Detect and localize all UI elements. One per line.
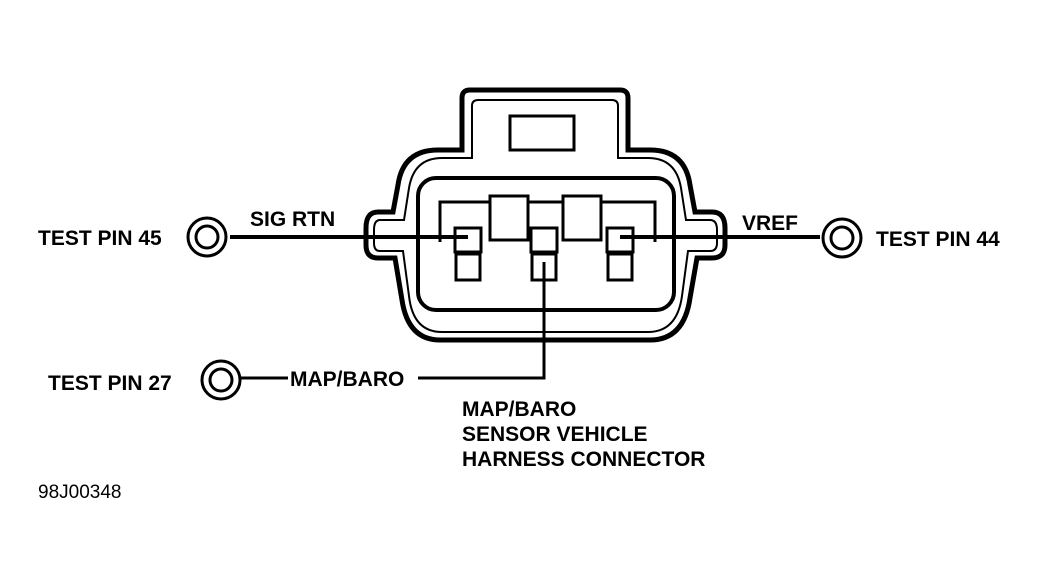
label-test-pin-44: TEST PIN 44 — [876, 228, 1000, 251]
pin-socket-3 — [606, 252, 634, 282]
connector-inner-shell — [373, 99, 718, 333]
terminal-frame — [438, 200, 657, 242]
test-pin-45-terminal-icon — [186, 216, 228, 258]
caption-line-3: HARNESS CONNECTOR — [462, 448, 705, 471]
terminal-block-right — [561, 194, 603, 242]
terminal-block-left — [488, 194, 530, 242]
test-pin-44-terminal-icon — [821, 217, 863, 259]
pin-slot-1 — [453, 226, 483, 254]
pin-socket-1 — [454, 252, 482, 282]
caption-line-1: MAP/BARO — [462, 398, 576, 421]
pin-slot-2 — [529, 226, 559, 254]
figure-code: 98J00348 — [38, 482, 121, 503]
label-map-baro-wire: MAP/BARO — [290, 368, 404, 391]
label-vref: VREF — [742, 212, 798, 235]
label-test-pin-45: TEST PIN 45 — [38, 227, 162, 250]
connector-outer-shell — [363, 87, 728, 343]
wire-map-baro — [418, 262, 546, 380]
label-sig-rtn: SIG RTN — [250, 208, 335, 231]
pin-slot-3 — [605, 226, 635, 254]
label-test-pin-27: TEST PIN 27 — [48, 372, 172, 395]
caption-line-2: SENSOR VEHICLE — [462, 423, 648, 446]
connector-cavity — [416, 176, 676, 312]
latch-window — [508, 114, 576, 152]
test-pin-27-terminal-icon — [200, 359, 242, 401]
